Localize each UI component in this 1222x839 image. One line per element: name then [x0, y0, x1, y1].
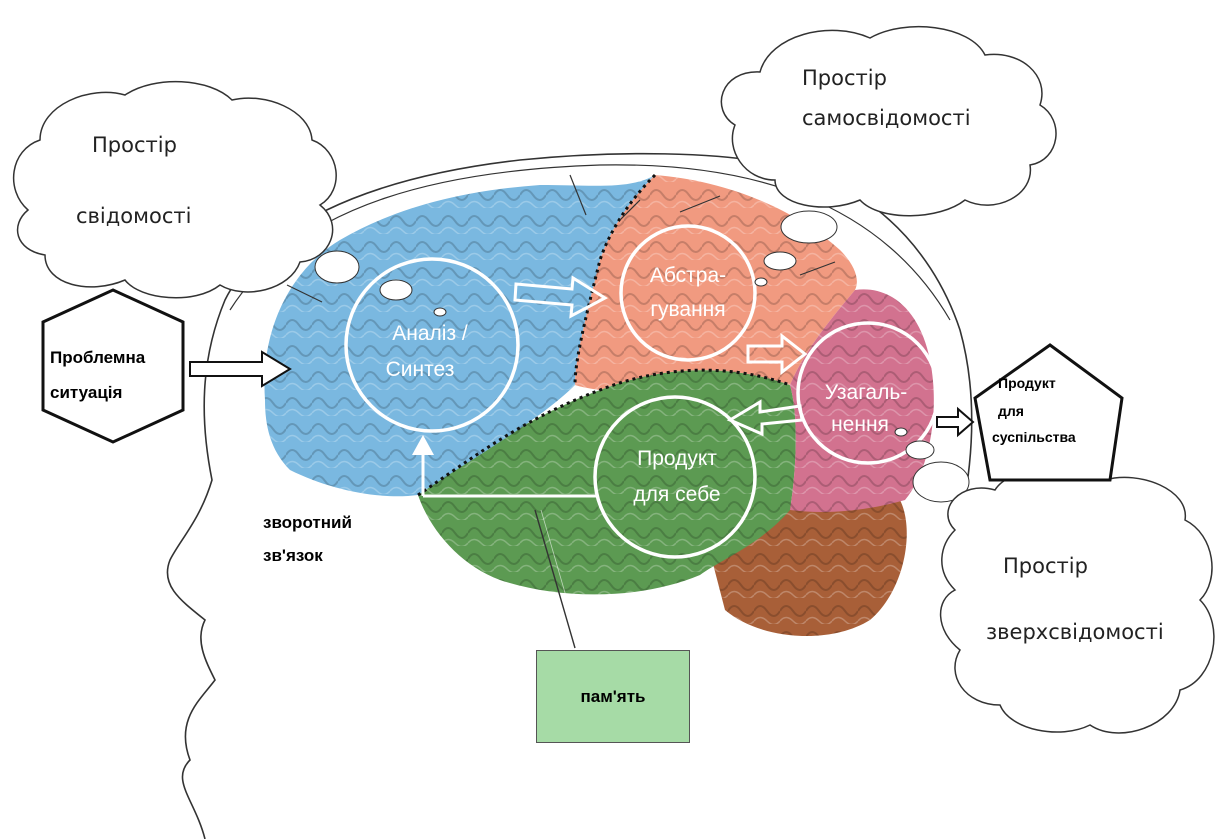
memory-box: пам'ять — [536, 650, 690, 743]
product-self-label-line1: Продукт — [607, 446, 747, 472]
society-label-line1: Продукт — [998, 372, 1056, 395]
analysis-label-line2: Синтез — [350, 357, 490, 383]
abstraction-label-line1: Абстра- — [618, 263, 758, 289]
problem-label-line2: ситуація — [50, 381, 122, 404]
cloud-super-line1: Простір — [1003, 554, 1088, 578]
society-label-line3: суспільства — [992, 426, 1076, 449]
cloud-self-line2: самосвідомості — [802, 106, 971, 130]
cloud-consciousness-line2: свідомості — [76, 204, 191, 228]
cloud-consciousness — [14, 82, 337, 298]
generalization-label-line1: Узагаль- — [796, 380, 936, 406]
feedback-label-line2: зв'язок — [263, 544, 323, 567]
memory-label: пам'ять — [580, 687, 645, 707]
generalization-label-line2: нення — [790, 412, 930, 438]
cloud-self-line1: Простір — [802, 66, 887, 90]
problem-label-line1: Проблемна — [50, 346, 145, 369]
cloud-superconsciousness — [941, 468, 1214, 733]
feedback-label-line1: зворотний — [263, 511, 352, 534]
society-label-line2: для — [998, 400, 1024, 423]
product-self-label-line2: для себе — [607, 482, 747, 508]
abstraction-label-line2: гування — [618, 297, 758, 323]
cloud-super-line2: зверхсвідомості — [986, 620, 1164, 644]
analysis-label-line1: Аналіз / — [360, 321, 500, 347]
cloud-consciousness-line1: Простір — [92, 133, 177, 157]
arrow-generalization-to-society — [937, 409, 973, 435]
